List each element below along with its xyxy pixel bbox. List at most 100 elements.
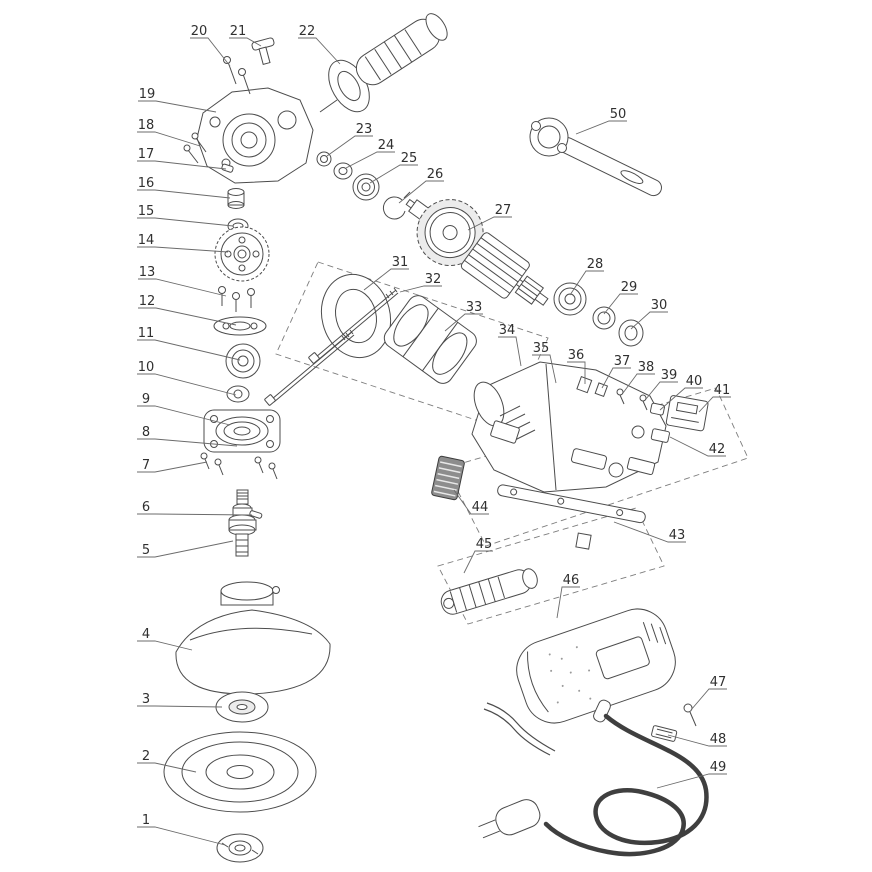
slider-bar-43-drawing	[497, 484, 646, 550]
part-number-16: 16	[138, 176, 155, 191]
part-number-46: 46	[563, 573, 580, 588]
part-number-18: 18	[138, 118, 155, 133]
leader-line-part-3	[137, 705, 223, 708]
inner-flange-ring-drawing	[320, 273, 392, 359]
plate-12-drawing	[213, 316, 267, 336]
leader-line-part-45	[463, 550, 493, 574]
terminal-40-drawing	[649, 402, 666, 416]
part-number-10: 10	[138, 360, 155, 375]
leader-line-part-14	[137, 246, 229, 253]
leader-line-part-48	[667, 734, 727, 747]
part-number-22: 22	[299, 24, 316, 39]
backing-flange-3-drawing	[215, 691, 269, 723]
part-number-24: 24	[378, 138, 395, 153]
leader-line-part-24	[345, 151, 395, 169]
leader-line-part-17	[137, 160, 227, 170]
leader-line-part-40	[659, 387, 703, 411]
leader-line-part-35	[532, 354, 557, 384]
part-number-38: 38	[638, 360, 655, 375]
part-number-27: 27	[495, 203, 512, 218]
leader-line-part-22	[298, 37, 341, 65]
leader-line-part-43	[613, 521, 686, 543]
power-plug-drawing	[478, 799, 541, 839]
leader-line-part-10	[137, 373, 237, 396]
part-number-3: 3	[142, 692, 150, 707]
part-number-32: 32	[425, 272, 442, 287]
leader-line-part-44	[453, 489, 489, 515]
part-number-21: 21	[230, 24, 247, 39]
leader-line-part-37	[601, 367, 631, 389]
screws-18-drawing	[183, 132, 207, 164]
part-number-29: 29	[621, 280, 638, 295]
grinding-disc-2-drawing	[163, 731, 317, 813]
screw-38-drawing	[616, 388, 625, 405]
leader-line-part-28	[569, 270, 604, 296]
part-number-15: 15	[138, 204, 155, 219]
part-number-25: 25	[401, 151, 418, 166]
leader-line-part-47	[690, 688, 727, 711]
stator-drawing	[383, 295, 477, 384]
clip-48-drawing	[651, 725, 678, 742]
long-screws-32-drawing	[264, 287, 399, 406]
leader-line-part-20	[190, 37, 231, 67]
part-number-42: 42	[709, 442, 726, 457]
leader-line-part-26	[398, 180, 444, 204]
leader-line-part-4	[137, 640, 193, 651]
leader-line-part-7	[137, 461, 208, 473]
motor-housing-drawing	[471, 361, 667, 493]
nut-29-drawing	[592, 306, 616, 330]
part-number-8: 8	[142, 425, 150, 440]
leader-line-part-12	[138, 307, 237, 326]
bearing-25-drawing	[352, 173, 380, 201]
connector-42-drawing	[650, 428, 670, 443]
leader-line-part-29	[603, 293, 638, 315]
washer-10-drawing	[226, 385, 250, 403]
part-number-41: 41	[714, 383, 731, 398]
leader-line-part-38	[622, 373, 655, 394]
flange-nut-1-drawing	[216, 833, 264, 863]
leader-line-part-2	[137, 762, 197, 773]
part-number-34: 34	[499, 323, 516, 338]
part-number-50: 50	[610, 107, 627, 122]
part-number-2: 2	[142, 749, 150, 764]
leader-line-part-25	[369, 164, 418, 184]
leader-line-part-23	[326, 135, 373, 157]
part-number-45: 45	[476, 537, 493, 552]
leader-line-part-31	[363, 268, 409, 291]
leader-line-part-5	[137, 540, 234, 558]
armature-rotor-drawing	[405, 198, 549, 306]
leader-line-part-33	[444, 313, 483, 332]
part-number-33: 33	[466, 300, 483, 315]
power-cord-49-drawing	[478, 699, 709, 857]
washer-24-drawing	[333, 162, 353, 180]
screw-39-drawing	[639, 394, 648, 411]
screw-47-drawing	[683, 703, 697, 727]
wheel-guard-4-drawing	[175, 581, 331, 695]
part-number-6: 6	[142, 500, 150, 515]
leader-line-part-34	[498, 336, 522, 367]
trigger-handle-45-drawing	[440, 568, 538, 615]
screws-13-drawing	[218, 286, 255, 312]
part-number-48: 48	[710, 732, 727, 747]
gear-housing-drawing	[196, 87, 314, 184]
leader-line-part-39	[645, 381, 678, 400]
side-handle-drawing	[319, 13, 448, 113]
part-number-17: 17	[138, 147, 155, 162]
leader-line-part-6	[137, 513, 253, 516]
part-number-20: 20	[191, 24, 208, 39]
switch-41-drawing	[665, 395, 709, 432]
leader-line-part-32	[399, 285, 442, 293]
leader-line-part-49	[656, 773, 727, 789]
leader-line-part-18	[137, 131, 201, 147]
leader-line-part-27	[467, 216, 512, 231]
part-number-35: 35	[533, 341, 550, 356]
leader-line-part-1	[137, 826, 226, 846]
leader-line-part-19	[138, 100, 217, 113]
part-number-47: 47	[710, 675, 727, 690]
pin-17-drawing	[221, 163, 234, 173]
knob-21-drawing	[251, 37, 275, 65]
leader-line-part-13	[138, 278, 227, 297]
